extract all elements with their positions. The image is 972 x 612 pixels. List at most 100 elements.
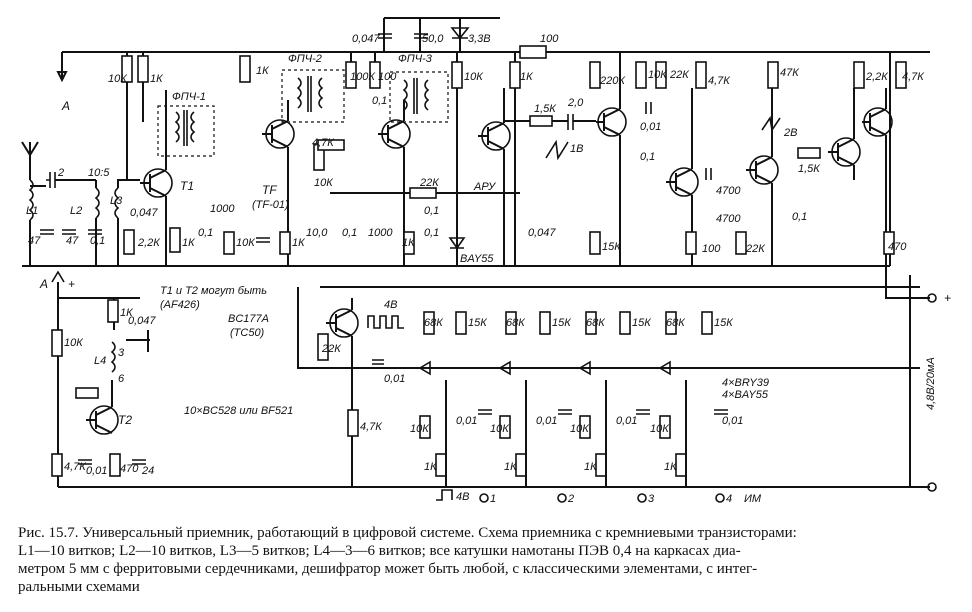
label-tf: TF xyxy=(262,183,277,197)
label-r-1k-d4: 1К xyxy=(664,461,677,473)
label-r-1k-d1: 1К xyxy=(424,461,437,473)
label-r-10k-osc: 10К xyxy=(64,337,83,349)
label-out-3: 3 xyxy=(648,493,655,505)
label-r-10k-d2: 10К xyxy=(490,423,509,435)
label-c-01-b: 0,1 xyxy=(90,235,105,247)
waveform-2v xyxy=(761,115,781,133)
label-r-47k-d: 4,7К xyxy=(902,71,924,83)
label-c-0047-a: 0,047 xyxy=(130,207,158,219)
waveform-out-pulse xyxy=(436,489,453,501)
label-r-15k-1: 15К xyxy=(468,317,487,329)
label-r-10k-d3: 10К xyxy=(570,423,589,435)
agc-detector xyxy=(330,52,520,266)
caption-line-3: метром 5 мм с ферритовыми сердечниками, … xyxy=(18,561,758,577)
label-c-01-e: 0,1 xyxy=(424,205,439,217)
label-c-4700-a: 4700 xyxy=(716,185,741,197)
output-driver-1 xyxy=(735,61,821,266)
label-r-1k-d3: 1К xyxy=(584,461,597,473)
label-plus-input: + xyxy=(68,277,75,291)
label-T1: T1 xyxy=(180,179,194,193)
label-r-100-top: 100 xyxy=(540,33,559,45)
label-r-22k-a: 2,2К xyxy=(137,237,160,249)
label-r-470: 470 xyxy=(888,241,907,253)
label-c-47-a: 47 xyxy=(28,235,41,247)
label-r-470-osc: 470 xyxy=(120,463,139,475)
label-c-01-d: 0,1 xyxy=(342,227,357,239)
label-wave-4v: 4В xyxy=(384,299,397,311)
top-supply-rail xyxy=(56,51,930,83)
label-c-1000-b: 1000 xyxy=(368,227,393,239)
caption-line-2: L1—10 витков; L2—10 витков, L3—5 витков;… xyxy=(18,543,741,559)
label-r-15k-b: 15К xyxy=(602,241,621,253)
rf-front-end xyxy=(40,52,181,266)
label-L4: L4 xyxy=(94,355,106,367)
label-c-01-f: 0,1 xyxy=(424,227,439,239)
label-wave-2v: 2В xyxy=(783,127,797,139)
label-transistor-alt: (AF426) xyxy=(160,299,200,311)
pulse-shaper xyxy=(655,61,712,266)
label-supply: 4,8В/20мА xyxy=(925,357,937,410)
label-r-15k-a: 1,5К xyxy=(534,103,556,115)
label-c-50-top: 50,0 xyxy=(422,33,444,45)
label-tap-6: 6 xyxy=(118,373,125,385)
label-c-001: 0,01 xyxy=(640,121,661,133)
decoder-transistor xyxy=(317,298,467,487)
label-r-10k-3: 10К xyxy=(236,237,255,249)
label-L2: L2 xyxy=(70,205,82,217)
decoder-channel-4 xyxy=(658,311,728,487)
label-r-22k-b: 22К xyxy=(419,177,439,189)
audio-amplifier-2 xyxy=(589,52,652,266)
label-r-100-b: 100 xyxy=(702,243,721,255)
label-r-100k: 100К xyxy=(350,71,375,83)
decoder-channel-2 xyxy=(498,311,572,487)
label-r-22k-dec: 22К xyxy=(321,343,341,355)
label-r-1k-4: 1К xyxy=(182,237,195,249)
label-zener: 3,3В xyxy=(468,33,491,45)
label-r-68k-1: 68К xyxy=(424,317,443,329)
label-c-01-a: 0,1 xyxy=(372,95,387,107)
label-transistor-count: 10×BC528 или BF521 xyxy=(184,405,293,417)
label-c-001-d1: 0,01 xyxy=(456,415,477,427)
label-diode-bay55: BAY55 xyxy=(460,253,494,265)
label-r-15k-4: 15К xyxy=(714,317,733,329)
label-c-20: 2,0 xyxy=(567,97,584,109)
if-amplifier-2 xyxy=(223,55,295,266)
label-agc: АРУ xyxy=(473,181,496,193)
figure-caption: Рис. 15.7. Универсальный приемник, работ… xyxy=(18,524,958,596)
caption-line-4: ральными схемами xyxy=(18,579,140,595)
label-c-001-osc: 0,01 xyxy=(86,465,107,477)
label-r-10k-1: 10К xyxy=(108,73,127,85)
label-r-10k-4: 10К xyxy=(314,177,333,189)
if-filter-2 xyxy=(281,69,345,123)
label-c-001-d3: 0,01 xyxy=(616,415,637,427)
output-terminals xyxy=(479,293,937,503)
label-c-001-d4: 0,01 xyxy=(722,415,743,427)
label-c-01-g: 0,1 xyxy=(640,151,655,163)
label-r-10k-d4: 10К xyxy=(650,423,669,435)
label-r-1k-2: 1К xyxy=(256,65,269,77)
label-r-68k-4: 68К xyxy=(666,317,685,329)
label-r-220k: 220К xyxy=(599,75,625,87)
label-r-10k-d1: 10К xyxy=(410,423,429,435)
label-r-1k-d2: 1К xyxy=(504,461,517,473)
decoder-channels xyxy=(418,311,728,487)
label-top-A: A xyxy=(61,99,70,113)
top-filter-section xyxy=(378,17,547,59)
label-diodes-note-2: 4×BAY55 xyxy=(722,389,769,401)
caption-line-1: Рис. 15.7. Универсальный приемник, работ… xyxy=(18,525,797,541)
label-diodes-note-1: 4×BRY39 xyxy=(722,377,769,389)
label-r-68k-3: 68К xyxy=(586,317,605,329)
label-c-47-b: 47 xyxy=(66,235,79,247)
label-tap-3: 3 xyxy=(118,347,125,359)
label-r-47k-osc: 4,7К xyxy=(64,461,86,473)
decoder-channel-3 xyxy=(578,311,650,487)
label-bc177: BC177A xyxy=(228,313,269,325)
label-out-2: 2 xyxy=(567,493,574,505)
if-filter-1 xyxy=(157,105,215,157)
label-r-1k-5: 1К xyxy=(292,237,305,249)
waveform-1v xyxy=(545,139,569,161)
label-wave-1v: 1В xyxy=(570,143,583,155)
label-r-47k-dec: 4,7К xyxy=(360,421,382,433)
label-ratio: 10:5 xyxy=(88,167,110,179)
